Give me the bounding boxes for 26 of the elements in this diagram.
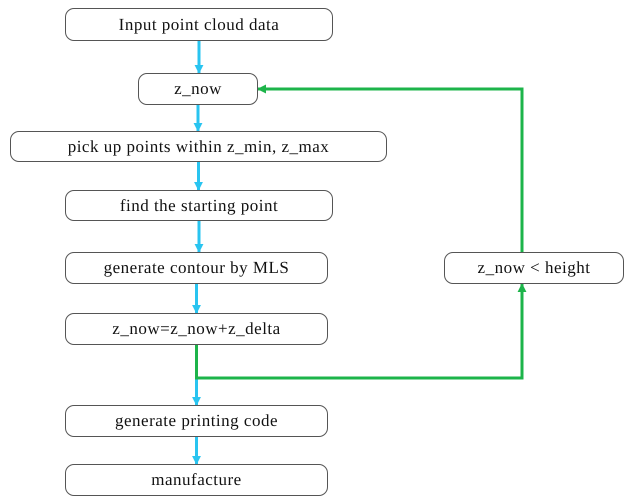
arrow xyxy=(192,284,201,314)
box-label: pick up points within z_min, z_max xyxy=(68,136,330,156)
box-label: z_now < height xyxy=(478,258,590,278)
process-box xyxy=(444,252,624,284)
arrow xyxy=(194,105,202,132)
arrow xyxy=(194,162,203,191)
box-label: z_now xyxy=(174,79,222,99)
process-box xyxy=(65,252,328,284)
box-label: Input point cloud data xyxy=(118,14,280,34)
arrow xyxy=(192,437,201,465)
box-label: find the starting point xyxy=(120,196,278,216)
process-box xyxy=(65,405,328,437)
box-label: z_now=z_now+z_delta xyxy=(112,319,281,339)
process-box xyxy=(65,190,333,221)
arrow xyxy=(257,84,524,252)
box-label: manufacture xyxy=(151,470,242,490)
arrow xyxy=(195,283,526,380)
process-box xyxy=(138,73,258,105)
process-box xyxy=(65,8,333,41)
box-label: generate contour by MLS xyxy=(104,258,290,278)
process-box xyxy=(65,313,328,345)
process-box xyxy=(65,464,328,496)
arrow xyxy=(194,221,204,253)
arrow xyxy=(194,41,204,74)
box-label: generate printing code xyxy=(115,411,278,431)
process-box xyxy=(10,131,387,162)
